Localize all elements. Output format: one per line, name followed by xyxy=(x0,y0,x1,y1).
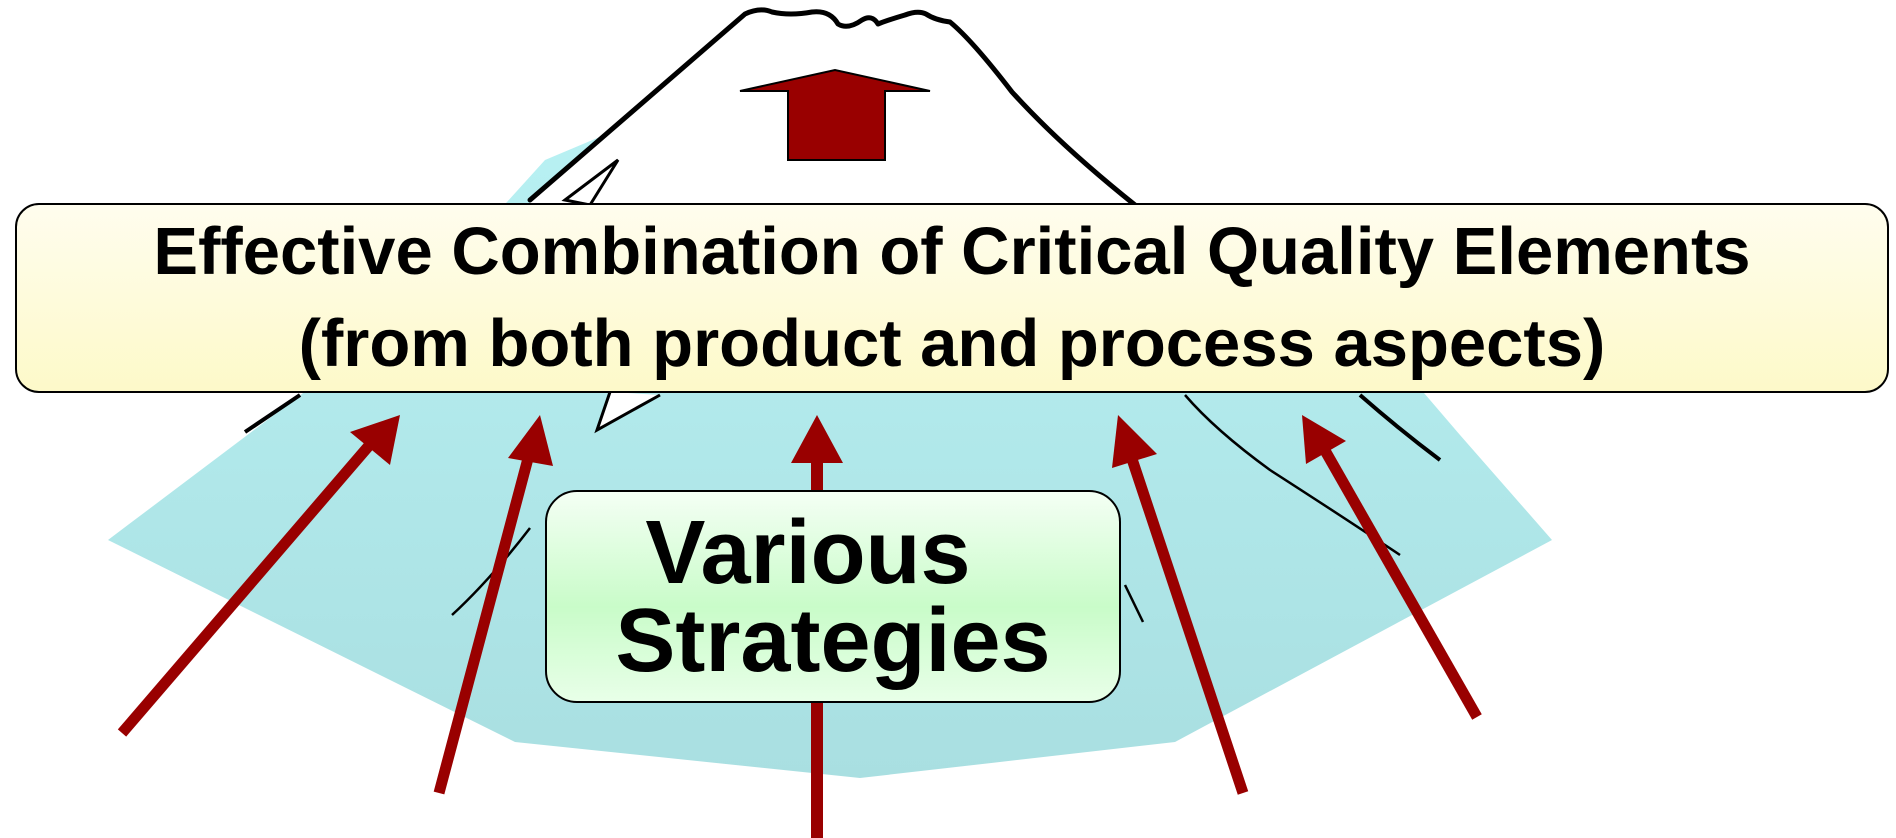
arrow-far-left xyxy=(117,415,400,737)
strategies-label-line-2: Strategies xyxy=(615,590,1051,691)
arrow-left xyxy=(433,415,553,795)
banner-title-line: Effective Combination of Critical Qualit… xyxy=(153,214,1751,289)
arrow-far-right xyxy=(1302,415,1482,720)
mountain-ridge-stroke-1 xyxy=(243,393,302,434)
banner-subtitle-line: (from both product and process aspects) xyxy=(298,306,1606,381)
various-strategies-box: Various Strategies xyxy=(545,490,1121,703)
mountain-ridge-left xyxy=(561,158,620,207)
mountain-ridge-stroke-4 xyxy=(451,527,531,616)
mountain-outline xyxy=(527,7,1138,208)
mountain-ridge-lower xyxy=(594,391,661,434)
critical-quality-banner: Effective Combination of Critical Qualit… xyxy=(15,203,1889,393)
arrow-right xyxy=(1112,415,1249,795)
mountain-ridge-stroke-2 xyxy=(1358,393,1442,462)
up-arrow-icon xyxy=(739,68,931,161)
converging-arrows xyxy=(117,415,1482,838)
mountain-ridge-stroke-5 xyxy=(1123,584,1145,623)
mountain-peak-icon xyxy=(530,9,1530,210)
strategies-label-line-1: Various xyxy=(645,502,971,603)
